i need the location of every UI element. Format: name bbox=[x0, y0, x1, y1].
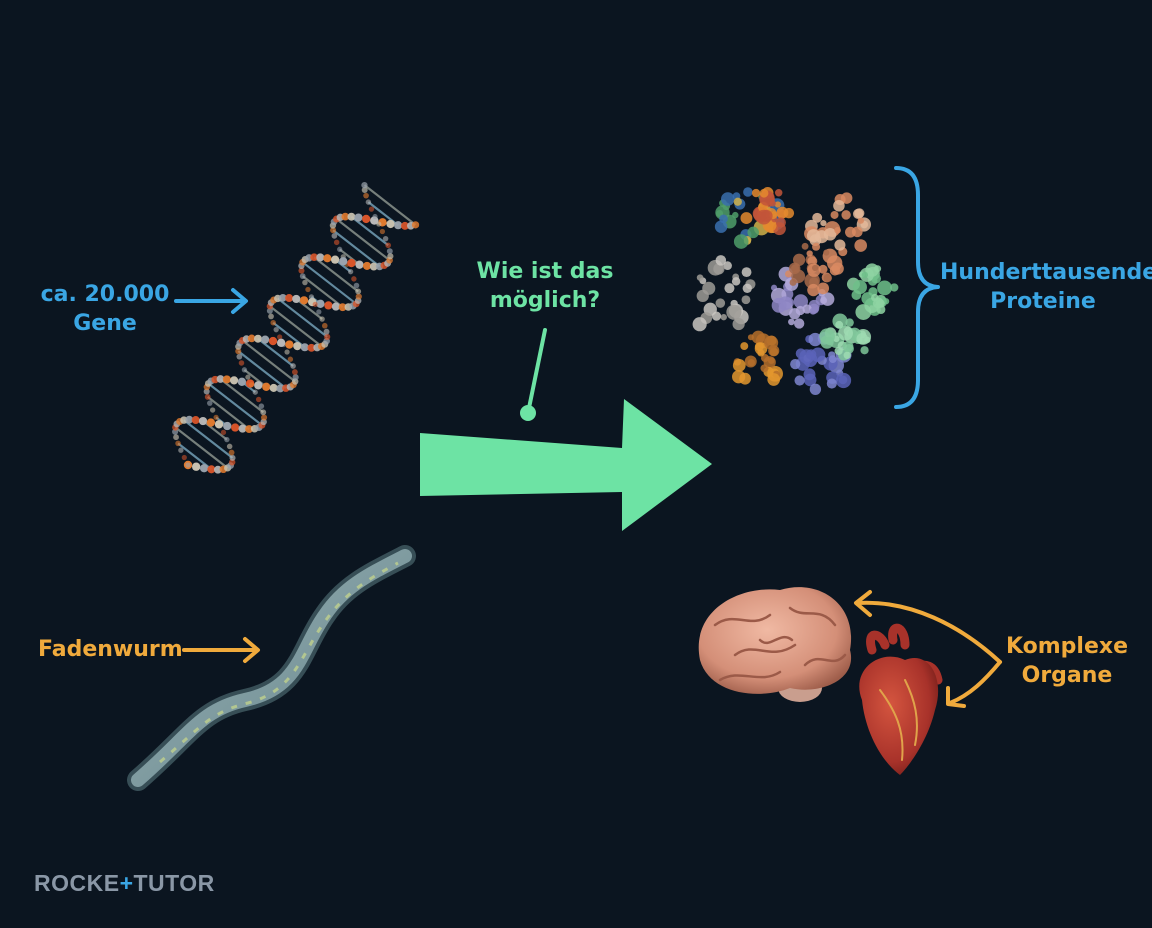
question-pointer bbox=[520, 328, 547, 421]
proteins-label-line1: Hunderttausende bbox=[940, 260, 1152, 285]
genes-label: ca. 20.000 Gene bbox=[30, 280, 180, 338]
organs-label-line2: Organe bbox=[1021, 663, 1113, 688]
brand-logo-right: TUTOR bbox=[133, 870, 215, 896]
big-arrow bbox=[420, 399, 712, 531]
proteins-label: Hunderttausende Proteine bbox=[940, 258, 1152, 316]
brand-logo-mark: + bbox=[119, 870, 134, 896]
brain-icon bbox=[698, 587, 852, 702]
worm-label: Fadenwurm bbox=[38, 635, 183, 664]
genes-label-line2: Gene bbox=[73, 311, 137, 336]
organs-label: Komplexe Organe bbox=[1004, 632, 1130, 690]
question-label-line1: Wie ist das bbox=[476, 259, 614, 284]
worm-arrow bbox=[182, 637, 260, 663]
nematode-worm-icon bbox=[127, 545, 416, 791]
brand-logo: ROCKE+TUTOR bbox=[34, 870, 215, 897]
question-label-line2: möglich? bbox=[489, 288, 601, 313]
protein-cluster-icon bbox=[692, 187, 899, 395]
organs-label-line1: Komplexe bbox=[1005, 634, 1129, 659]
genes-arrow bbox=[174, 288, 248, 314]
worm-label-line1: Fadenwurm bbox=[38, 637, 183, 662]
question-label: Wie ist das möglich? bbox=[465, 257, 625, 315]
heart-icon bbox=[859, 623, 943, 775]
genes-label-line1: ca. 20.000 bbox=[40, 282, 170, 307]
dna-double-helix-icon bbox=[172, 182, 420, 474]
proteins-label-line2: Proteine bbox=[990, 289, 1096, 314]
curly-brace-icon bbox=[894, 166, 940, 409]
organs-arrows bbox=[854, 590, 1002, 708]
brand-logo-left: ROCKE bbox=[34, 870, 120, 896]
